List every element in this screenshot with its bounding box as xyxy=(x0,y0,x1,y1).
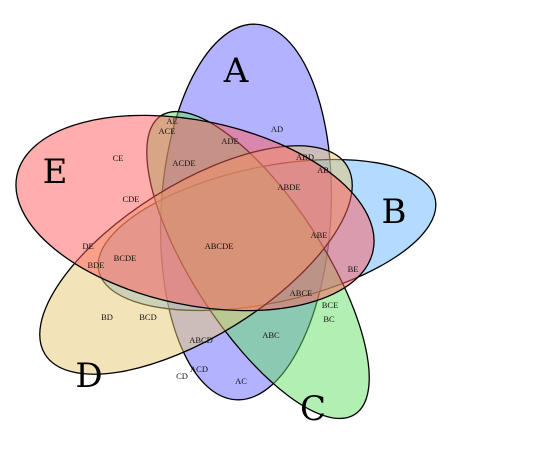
region-label: CE xyxy=(113,153,124,163)
region-label: AE xyxy=(166,116,177,126)
region-label: BD xyxy=(101,312,113,322)
set-label-e: E xyxy=(43,152,68,192)
region-label: ABE xyxy=(311,230,328,240)
set-shapes xyxy=(15,23,437,420)
region-label: ACDE xyxy=(172,158,195,168)
region-labels: AE AD ACE ADE CE ABD AB ACDE ABDE CDE AB… xyxy=(82,116,358,386)
region-label: ABDE xyxy=(277,182,300,192)
region-label: ACE xyxy=(159,126,176,136)
region-label: ACD xyxy=(190,364,208,374)
region-label: ABCE xyxy=(290,288,313,298)
region-label: ADE xyxy=(221,136,238,146)
region-label: BCDE xyxy=(114,253,137,263)
set-label-a: A xyxy=(223,51,249,91)
region-label: CDE xyxy=(123,194,140,204)
region-label: BCD xyxy=(139,312,156,322)
region-label: AC xyxy=(235,376,247,386)
region-label: AD xyxy=(271,124,283,134)
region-label: BC xyxy=(323,314,335,324)
region-label: BCE xyxy=(322,300,339,310)
region-label: AB xyxy=(317,165,329,175)
region-label: BE xyxy=(348,264,359,274)
region-label: ABCDE xyxy=(205,241,234,251)
region-label: CD xyxy=(176,371,188,381)
region-label: ABC xyxy=(262,330,280,340)
region-label: ABD xyxy=(296,152,314,162)
set-label-c: C xyxy=(300,389,326,429)
region-label: BDE xyxy=(88,260,105,270)
region-label: DE xyxy=(82,241,93,251)
set-e-ellipse xyxy=(15,114,375,312)
set-label-b: B xyxy=(382,192,407,232)
set-label-d: D xyxy=(75,356,102,396)
set-labels: A B C D E xyxy=(43,51,407,429)
region-label: ABCD xyxy=(189,335,213,345)
